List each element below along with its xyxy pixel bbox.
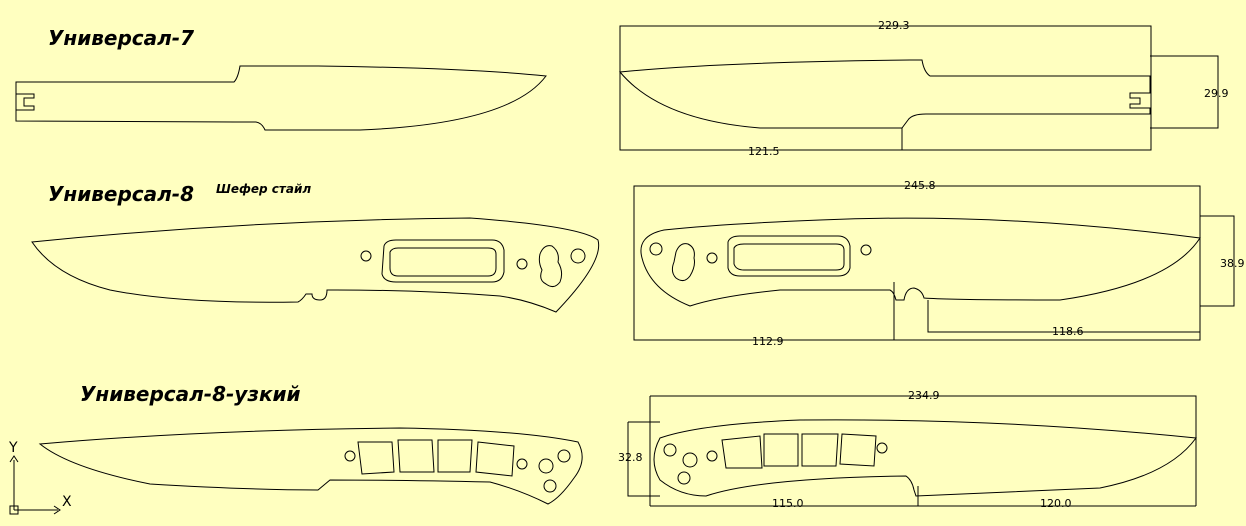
dim-k8n-height: 32.8 [618, 451, 643, 464]
knife8n-right-outline [653, 419, 1197, 497]
title-universal-8: Универсал-8 [48, 182, 195, 206]
dim-k8n-length: 234.9 [908, 389, 940, 402]
dim-k8n-blade: 120.0 [1040, 497, 1072, 510]
knife7-dimension-lines [619, 25, 1219, 151]
dim-k7-height: 29.9 [1204, 87, 1229, 100]
title-universal-8-narrow: Универсал-8-узкий [80, 382, 301, 406]
note-chef-style: Шефер стайл [216, 182, 312, 196]
ucs-x-label: X [62, 494, 72, 510]
ucs-y-label: Y [9, 440, 18, 456]
dim-k8-length: 245.8 [904, 179, 936, 192]
knife8-right-outline [640, 217, 1201, 307]
dim-k8n-handle: 115.0 [772, 497, 804, 510]
title-universal-7: Универсал-7 [48, 26, 195, 50]
dim-k8-blade: 118.6 [1052, 325, 1084, 338]
dim-k7-length: 229.3 [878, 19, 910, 32]
knife7-left-outline [15, 65, 547, 131]
knife8-dimension-lines [633, 185, 1235, 341]
knife8n-left-outline [38, 427, 583, 505]
dim-k8-height: 38.9 [1220, 257, 1245, 270]
knife7-right-outline [619, 59, 1151, 129]
ucs-icon [9, 455, 61, 515]
dim-k8-handle: 112.9 [752, 335, 784, 348]
knife8-left-outline [31, 217, 600, 313]
dim-k7-blade: 121.5 [748, 145, 780, 158]
knife8n-dimension-lines [627, 395, 1197, 507]
